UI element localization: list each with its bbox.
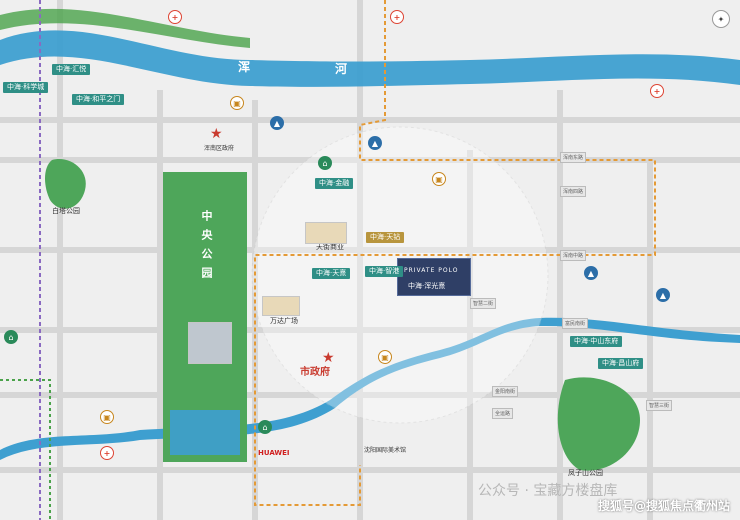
hospital-icon: + bbox=[390, 10, 404, 24]
tag-kezhan[interactable]: 中海·科学城 bbox=[3, 82, 49, 93]
tag-haifu[interactable]: 中海·汇悦 bbox=[52, 64, 91, 75]
gov-star-icon: ★ bbox=[322, 350, 335, 366]
river-label-right: 河 bbox=[335, 62, 348, 76]
poi-huawei[interactable]: HUAWEI bbox=[258, 449, 290, 457]
creek bbox=[0, 317, 740, 460]
poi-tianjie[interactable]: 天街商业 bbox=[316, 243, 344, 251]
school-icon: ▲ bbox=[368, 136, 382, 150]
road-label-r7: 智慧二街 bbox=[470, 298, 497, 309]
shop-icon: ▣ bbox=[432, 172, 446, 186]
shop-icon: ▣ bbox=[100, 410, 114, 424]
road-label-r5: 金阳南街 bbox=[492, 386, 519, 397]
poi-dongsheng[interactable]: 沈阳国际美术馆 bbox=[364, 447, 407, 454]
poi-wanda[interactable]: 万达广场 bbox=[270, 317, 298, 325]
building-block bbox=[188, 322, 232, 364]
central-park-label: 中央公园 bbox=[200, 210, 213, 286]
tag-jinmao[interactable]: 中海·金融 bbox=[315, 178, 354, 189]
compass-icon: ✦ bbox=[712, 10, 730, 28]
main-project-en: PRIVATE POLO bbox=[404, 267, 459, 274]
tag-ziyun[interactable]: 中海·和平之门 bbox=[72, 94, 125, 105]
hun-river bbox=[0, 30, 740, 87]
hospital-icon: + bbox=[168, 10, 182, 24]
river-label-left: 浑 bbox=[238, 60, 251, 74]
building-block bbox=[305, 222, 347, 244]
bank-icon: ⌂ bbox=[4, 330, 18, 344]
shop-icon: ▣ bbox=[230, 96, 244, 110]
hospital-icon: + bbox=[650, 84, 664, 98]
gov-hunnan-star-icon: ★ bbox=[210, 126, 223, 142]
road-label-r8: 智慧三街 bbox=[646, 400, 673, 411]
tag-shanfeng[interactable]: 中海·昌山府 bbox=[598, 358, 644, 369]
watermark-gzh: 公众号 · 宝藏方楼盘库 bbox=[478, 483, 618, 499]
road-label-r1: 浑南东路 bbox=[560, 152, 587, 163]
fengzi-park-label: 凤子山公园 bbox=[568, 469, 603, 477]
road-label-r3: 浑南中路 bbox=[560, 250, 587, 261]
poi-gov-hunnan[interactable]: 浑南区政府 bbox=[204, 145, 235, 152]
road-label-r6: 全运路 bbox=[492, 408, 514, 419]
tag-zhongshan[interactable]: 中海·中山东府 bbox=[570, 336, 623, 347]
hospital-icon: + bbox=[100, 446, 114, 460]
bank-icon: ⌂ bbox=[318, 156, 332, 170]
watermark-sohu: 搜狐号@搜狐焦点衢州站 bbox=[597, 499, 730, 513]
main-project[interactable]: PRIVATE POLO 中海·浑光熹 bbox=[397, 258, 471, 296]
road-label-r2: 浑南四路 bbox=[560, 186, 587, 197]
poi-gov[interactable]: 市政府 bbox=[300, 367, 330, 378]
school-icon: ▲ bbox=[584, 266, 598, 280]
shop-icon: ▣ bbox=[378, 350, 392, 364]
baita-park-label: 白塔公园 bbox=[52, 207, 80, 215]
tag-tianxi[interactable]: 中海·天熹 bbox=[312, 268, 351, 279]
school-icon: ▲ bbox=[270, 116, 284, 130]
school-icon: ▲ bbox=[656, 288, 670, 302]
road-label-r4: 富民南街 bbox=[562, 318, 589, 329]
main-project-cn: 中海·浑光熹 bbox=[408, 282, 446, 290]
bank-icon: ⌂ bbox=[258, 420, 272, 434]
tag-zhongqiao[interactable]: 中海·智港 bbox=[365, 266, 404, 277]
tag-tianyue[interactable]: 中海·天钻 bbox=[366, 232, 405, 243]
building-block bbox=[262, 296, 300, 316]
